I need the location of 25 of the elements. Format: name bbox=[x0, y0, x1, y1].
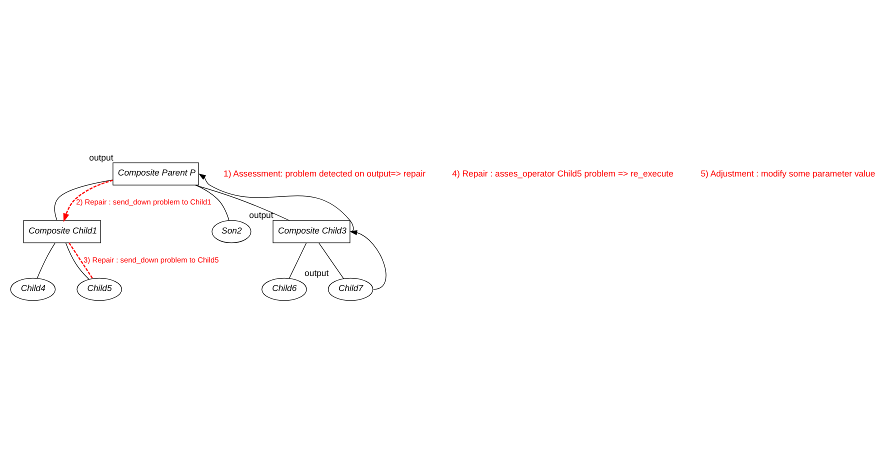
node-ellipse: Son2 bbox=[212, 220, 252, 243]
connector bbox=[36, 242, 56, 278]
label: 1) Assessment: problem detected on output=> repair bbox=[224, 168, 426, 178]
connector bbox=[196, 184, 230, 220]
arrow bbox=[350, 230, 386, 290]
node-label: output bbox=[304, 267, 329, 278]
node-ellipse: Child5 bbox=[76, 277, 122, 300]
node-ellipse: Child6 bbox=[262, 277, 307, 300]
node-box: Composite Parent P bbox=[112, 162, 199, 185]
arrow bbox=[63, 179, 113, 222]
connector bbox=[54, 179, 114, 220]
node-label: output bbox=[89, 152, 114, 162]
connector bbox=[68, 242, 94, 278]
connector bbox=[288, 242, 307, 278]
node-ellipse: Child7 bbox=[328, 277, 374, 300]
node-box: Composite Child3 bbox=[272, 220, 350, 243]
node-label: output bbox=[249, 210, 274, 220]
node-ellipse: Child4 bbox=[10, 277, 56, 300]
connector bbox=[65, 242, 90, 280]
connector bbox=[318, 242, 344, 279]
node-box: Composite Child1 bbox=[23, 220, 101, 243]
connector bbox=[194, 184, 290, 220]
label: 4) Repair : asses_operator Child5 problem => re_execute bbox=[452, 168, 674, 178]
label: 5) Adjustment : modify some parameter value bbox=[700, 168, 876, 178]
arrow bbox=[198, 172, 354, 232]
